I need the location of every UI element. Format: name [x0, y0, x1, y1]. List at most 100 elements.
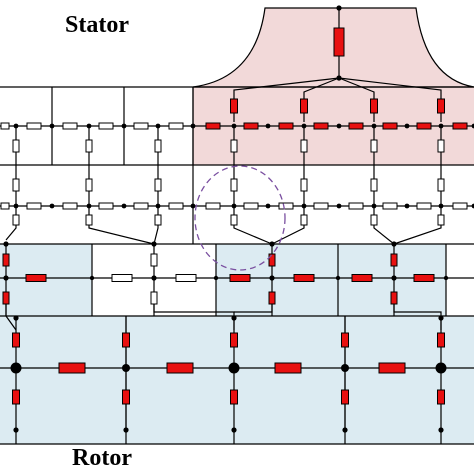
passive-resistor — [12, 178, 20, 192]
passive-resistor — [416, 202, 432, 210]
network-node — [86, 203, 92, 209]
network-node — [121, 123, 127, 129]
active-resistor — [437, 98, 445, 114]
network-resistors — [0, 27, 468, 405]
network-node — [265, 203, 271, 209]
network-node — [371, 123, 377, 129]
network-node — [231, 315, 237, 321]
network-node — [13, 203, 19, 209]
wire — [5, 206, 17, 241]
network-node — [391, 275, 397, 281]
wire — [271, 206, 305, 245]
network-node — [13, 123, 19, 129]
passive-resistor — [85, 178, 93, 192]
rotor-label: Rotor — [72, 445, 132, 471]
network-node — [190, 203, 196, 209]
network-node — [122, 364, 130, 372]
network-node — [13, 315, 19, 321]
passive-resistor — [133, 122, 149, 130]
passive-resistor — [85, 214, 93, 226]
active-resistor — [333, 27, 345, 57]
network-node — [13, 427, 19, 433]
network-node — [404, 123, 410, 129]
network-node — [342, 427, 348, 433]
passive-resistor — [150, 291, 158, 305]
network-node — [155, 123, 161, 129]
network-node — [335, 275, 341, 281]
network-node — [269, 241, 275, 247]
passive-resistor — [62, 122, 78, 130]
passive-resistor — [26, 202, 42, 210]
passive-resistor — [230, 139, 238, 153]
network-node — [155, 203, 161, 209]
passive-resistor — [175, 274, 197, 282]
network-node — [336, 5, 342, 11]
active-resistor — [390, 291, 398, 305]
network-node — [438, 203, 444, 209]
passive-resistor — [437, 214, 445, 226]
passive-resistor — [98, 122, 114, 130]
network-node — [231, 203, 237, 209]
active-resistor — [205, 122, 221, 130]
rotor-tooth-fill — [216, 244, 446, 316]
network-node — [435, 362, 447, 374]
active-resistor — [341, 332, 349, 348]
wire — [393, 206, 442, 245]
active-resistor — [300, 98, 308, 114]
active-resistor — [378, 362, 406, 374]
region-fills — [0, 7, 474, 444]
network-node — [3, 241, 9, 247]
wire — [88, 206, 155, 245]
network-node — [231, 427, 237, 433]
active-resistor — [229, 274, 251, 282]
network-node — [438, 427, 444, 433]
highlight-group — [194, 165, 286, 271]
network-node — [471, 203, 474, 209]
passive-resistor — [154, 214, 162, 226]
passive-resistor — [62, 202, 78, 210]
passive-resistor — [278, 202, 294, 210]
active-resistor — [351, 274, 373, 282]
network-nodes — [3, 5, 474, 433]
active-resistor — [413, 274, 435, 282]
active-resistor — [293, 274, 315, 282]
network-node — [86, 123, 92, 129]
passive-resistor — [12, 214, 20, 226]
active-resistor — [278, 122, 294, 130]
active-resistor — [230, 98, 238, 114]
passive-resistor — [437, 139, 445, 153]
passive-resistor — [111, 274, 133, 282]
active-resistor — [452, 122, 468, 130]
active-resistor — [2, 253, 10, 267]
network-node — [213, 275, 219, 281]
wire — [233, 206, 273, 245]
passive-resistor — [168, 122, 184, 130]
active-resistor — [12, 332, 20, 348]
active-resistor — [348, 122, 364, 130]
network-node — [151, 241, 157, 247]
active-resistor — [437, 332, 445, 348]
active-resistor — [416, 122, 432, 130]
network-node — [301, 203, 307, 209]
passive-resistor — [243, 202, 259, 210]
network-node — [269, 275, 275, 281]
passive-resistor — [370, 139, 378, 153]
active-resistor — [268, 253, 276, 267]
network-node — [10, 362, 22, 374]
passive-resistor — [154, 178, 162, 192]
active-resistor — [437, 389, 445, 405]
network-node — [123, 427, 129, 433]
network-node — [336, 203, 342, 209]
passive-resistor — [300, 178, 308, 192]
active-resistor — [390, 253, 398, 267]
highlight-ellipse — [194, 165, 286, 271]
active-resistor — [58, 362, 86, 374]
passive-resistor — [230, 214, 238, 226]
active-resistor — [230, 389, 238, 405]
active-resistor — [313, 122, 329, 130]
network-node — [190, 123, 196, 129]
passive-resistor — [154, 139, 162, 153]
network-node — [231, 123, 237, 129]
network-node — [404, 203, 410, 209]
